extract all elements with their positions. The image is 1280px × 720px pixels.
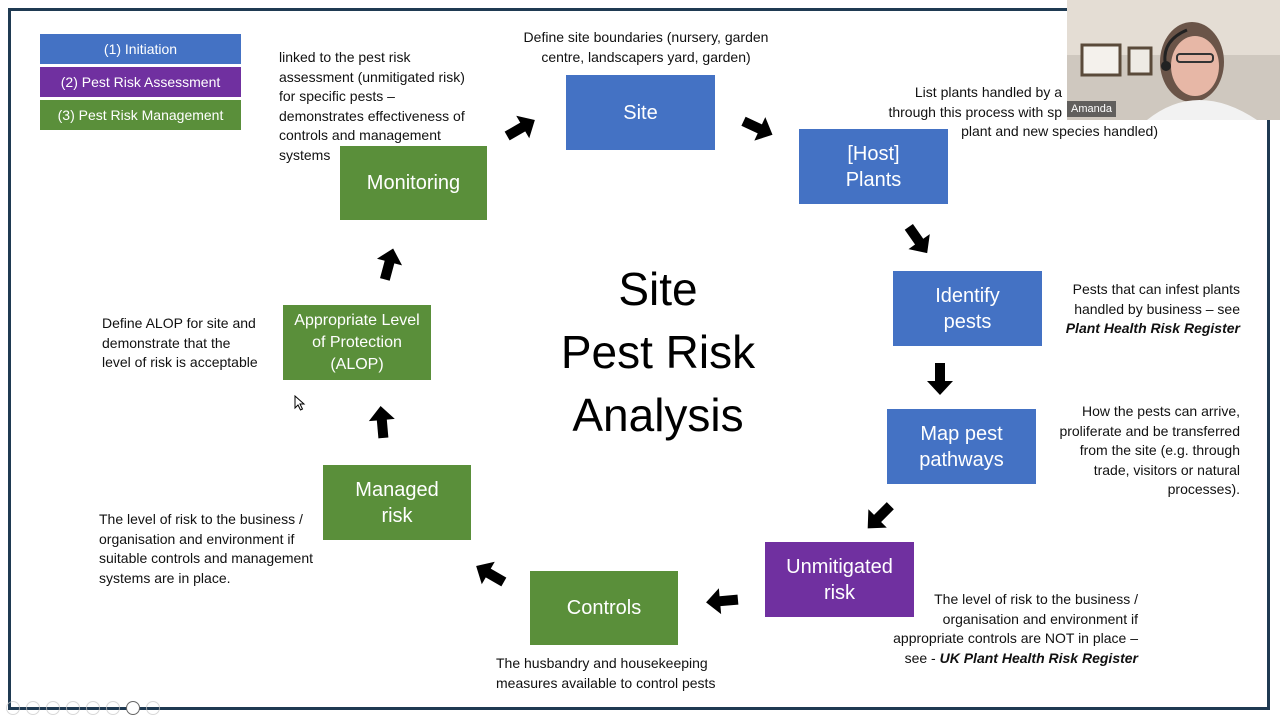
box-unmitigated-risk: Unmitigated risk	[765, 542, 914, 617]
pen-icon[interactable]	[46, 701, 60, 715]
more-icon[interactable]	[106, 701, 120, 715]
camera-icon[interactable]	[126, 701, 140, 715]
legend-pest-risk-management: (3) Pest Risk Management	[40, 100, 241, 130]
arrow-host-to-identify	[904, 224, 930, 254]
box-controls: Controls	[530, 571, 678, 645]
box-managed-risk: Managed risk	[323, 465, 471, 540]
arrow-monitoring-to-site	[504, 115, 535, 141]
mouse-cursor-icon	[294, 395, 306, 411]
previous-icon[interactable]	[6, 701, 20, 715]
slideshow-toolbar	[6, 699, 160, 717]
arrow-unmitigated-to-controls	[706, 588, 739, 615]
box-monitoring: Monitoring	[340, 146, 487, 220]
arrow-identify-to-map	[927, 363, 953, 395]
arrow-site-to-host	[741, 116, 773, 141]
next-icon[interactable]	[26, 701, 40, 715]
legend-initiation: (1) Initiation	[40, 34, 241, 64]
note-map-pathways: How the pests can arrive, proliferate an…	[1059, 403, 1240, 497]
zoom-icon[interactable]	[86, 701, 100, 715]
note-controls: The husbandry and housekeeping measures …	[496, 655, 716, 691]
box-site: Site	[566, 75, 715, 150]
arrow-alop-to-monitoring	[376, 248, 403, 281]
box-alop: Appropriate Level of Protection (ALOP)	[283, 305, 431, 380]
options-icon[interactable]	[146, 701, 160, 715]
note-host-plants: List plants handled by a through this pr…	[888, 84, 1158, 139]
box-map-pest-pathways: Map pest pathways	[887, 409, 1036, 484]
diagram-title: Site Pest Risk Analysis	[560, 263, 756, 441]
participant-name-label: Amanda	[1067, 101, 1116, 117]
participant-video[interactable]	[1067, 0, 1280, 120]
note-managed-risk: The level of risk to the business / orga…	[99, 511, 314, 586]
note-alop: Define ALOP for site and demonstrate tha…	[102, 315, 258, 370]
box-host-plants: [Host] Plants	[799, 129, 948, 204]
note-unmitigated-risk: The level of risk to the business / orga…	[893, 591, 1138, 666]
arrow-controls-to-managed	[476, 561, 507, 587]
note-site: Define site boundaries (nursery, garden …	[523, 29, 769, 65]
note-identify-pests: Pests that can infest plants handled by …	[1065, 281, 1240, 336]
slides-icon[interactable]	[66, 701, 80, 715]
legend-pest-risk-assessment: (2) Pest Risk Assessment	[40, 67, 241, 97]
participant-video-frame	[1067, 0, 1280, 120]
note-monitoring: linked to the pest risk assessment (unmi…	[279, 49, 465, 163]
arrow-map-to-unmitigated	[867, 502, 894, 529]
arrow-managed-to-alop	[368, 406, 395, 439]
box-identify-pests: Identify pests	[893, 271, 1042, 346]
